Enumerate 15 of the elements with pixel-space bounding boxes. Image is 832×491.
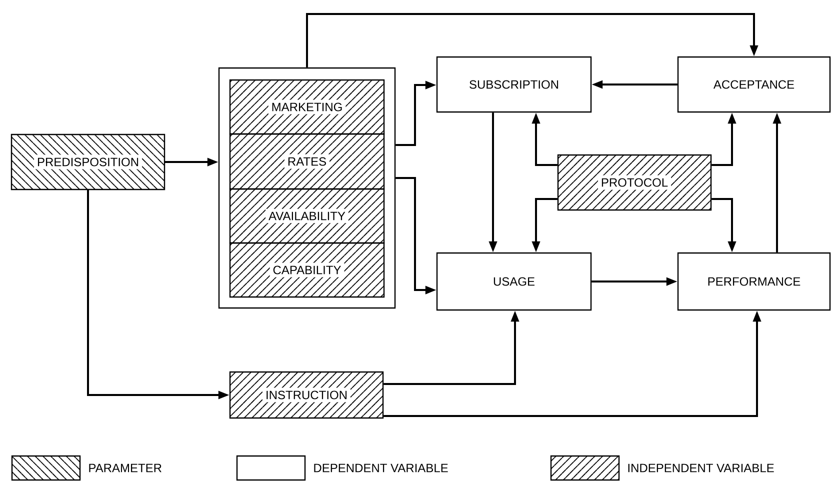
independent-variable-box: PROTOCOL [557, 154, 712, 211]
legend-label: PARAMETER [89, 464, 162, 472]
independent-variable-box: MARKETING [229, 79, 385, 135]
variable-box: SUBSCRIPTION [436, 56, 592, 113]
independent-variable-box: RATES [229, 133, 385, 190]
arrow [306, 13, 758, 68]
parameter-box: PREDISPOSITION [10, 134, 166, 190]
variable-box: ACCEPTANCE [677, 56, 831, 113]
independent-variable-box: INSTRUCTION [229, 371, 384, 419]
variable-box: USAGE [436, 252, 592, 311]
legend-label: INDEPENDENT VARIABLE [628, 464, 774, 472]
legend-label: DEPENDENT VARIABLE [314, 464, 448, 472]
independent-variable-box: CAPABILITY [229, 242, 385, 298]
variable-box: PERFORMANCE [677, 252, 831, 311]
independent-variable-box: AVAILABILITY [229, 188, 385, 244]
